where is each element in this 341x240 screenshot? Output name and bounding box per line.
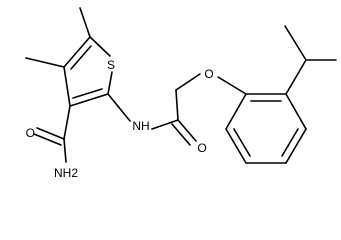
bond-c5-methyl [79,7,91,38]
bond-c4-c5-inner [70,45,92,70]
bond-ar3-ar4 [285,128,307,164]
bond-ar5-ar6-inner [233,128,251,157]
bond-c2-nh [107,93,131,122]
bond-c4-c5 [63,36,91,68]
acyl-oxygen-label: O [197,141,206,155]
bond-c4-methyl [25,57,65,68]
bond-c3-c4 [63,66,71,107]
bond-ar3-ar4-inner [281,128,299,157]
molecule-drawing: S O NH O O NH2 [25,7,337,180]
bond-nh-cacyl [151,119,179,130]
sulfur-atom-label: S [107,58,115,72]
bond-ch2-oether [175,73,201,91]
bond-cacyl-ch2 [175,89,179,121]
carboxamide-nh2-label: NH2 [54,166,78,180]
bond-ch-me1 [284,25,307,61]
bond-ar5-ar6 [225,128,247,164]
amide-carbonyl-oxygen-label: O [26,126,35,140]
bond-oether-ar [217,76,247,95]
bond-ar2-ch [285,59,307,95]
amide-nh-label: NH [132,119,149,133]
ether-oxygen-label: O [204,67,213,81]
bond-camide-o-double [33,133,62,146]
bond-cacyl-o [177,119,197,142]
structure-canvas: S O NH O O NH2 [25,7,337,180]
bond-c2-c3-inner [72,88,103,99]
bond-camide-o [36,127,65,140]
bond-c2-c3 [69,93,109,107]
bond-ar6-ar1 [225,93,247,130]
bond-s1-c2 [107,71,113,95]
bond-c3-camide [63,105,71,140]
bond-c5-s1 [89,36,111,57]
bond-ar2-ar3 [285,93,307,130]
bond-camide-n [63,138,67,163]
bond-cacyl-o-double [171,123,191,146]
